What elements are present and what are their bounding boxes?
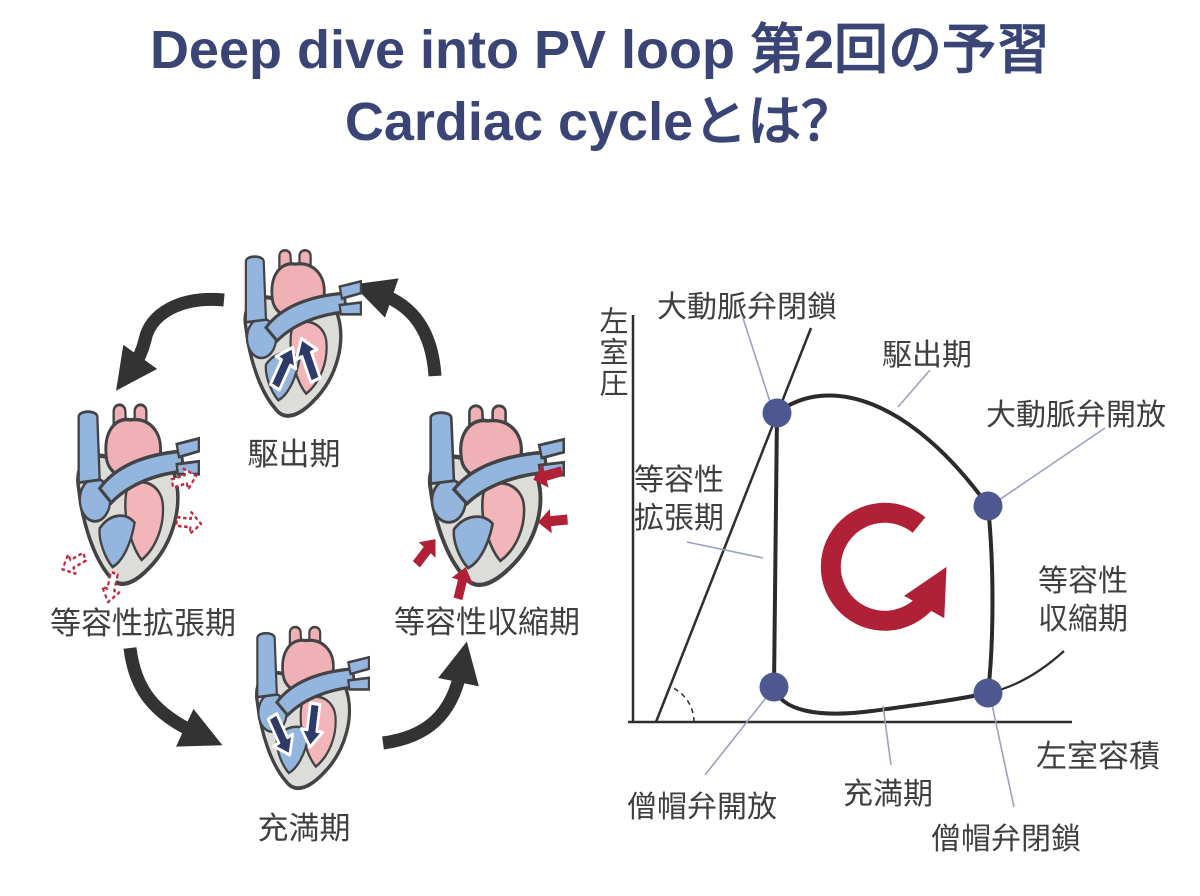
pv-y-axis-label: 左室圧 bbox=[595, 306, 627, 399]
cycle-direction-icon bbox=[820, 502, 947, 631]
heart-illustration-isovolumetric-contraction bbox=[407, 398, 569, 603]
pv-label-ejection: 駆出期 bbox=[882, 339, 972, 372]
cycle-arrow-top-left-icon bbox=[116, 292, 225, 391]
heart-illustration-filling bbox=[254, 625, 371, 791]
pv-label-isovolumetric-relaxation: 等容性 拡張期 bbox=[634, 464, 724, 535]
loop-ejection-segment bbox=[775, 393, 990, 508]
pv-label-mitral-valve-open: 僧帽弁開放 bbox=[627, 791, 777, 824]
cycle-arrow-bottom-left-icon bbox=[123, 647, 223, 747]
heart-illustration-isovolumetric-relaxation bbox=[57, 397, 204, 607]
annotation-lines bbox=[686, 317, 1106, 808]
espvr-line bbox=[654, 327, 813, 723]
loop-isovolumetric-contraction-segment bbox=[986, 505, 995, 694]
dot-aortic-valve-open bbox=[973, 491, 1003, 521]
dot-aortic-valve-close bbox=[762, 398, 792, 428]
dot-mitral-valve-open bbox=[759, 672, 789, 702]
pv-label-isovolumetric-contraction: 等容性 収縮期 bbox=[1038, 565, 1128, 636]
title-line1: Deep dive into PV loop 第2回の予習 bbox=[149, 20, 1051, 80]
phase-label-filling: 充満期 bbox=[257, 811, 351, 846]
pv-label-mitral-valve-close: 僧帽弁閉鎖 bbox=[931, 823, 1081, 856]
pv-loop-diagram bbox=[628, 315, 1106, 808]
page-title: Deep dive into PV loop 第2回の予習 Cardiac cy… bbox=[0, 14, 1200, 158]
dot-mitral-valve-close bbox=[973, 678, 1003, 708]
angle-arc bbox=[670, 686, 695, 723]
phase-label-isovolumetric-contraction: 等容性収縮期 bbox=[394, 605, 580, 640]
pv-label-filling: 充満期 bbox=[843, 778, 933, 811]
cycle-arrow-top-right-icon bbox=[352, 278, 442, 377]
pv-x-axis-label: 左室容積 bbox=[1036, 739, 1160, 774]
pv-label-aortic-valve-close: 大動脈弁閉鎖 bbox=[657, 291, 837, 324]
loop-isovolumetric-relaxation-segment bbox=[772, 412, 779, 688]
loop-filling-segment bbox=[772, 686, 989, 716]
cycle-arrow-bottom-right-icon bbox=[382, 641, 479, 750]
title-line2: Cardiac cycleとは？ bbox=[344, 92, 856, 152]
phase-label-ejection: 駆出期 bbox=[247, 437, 341, 472]
pv-label-aortic-valve-open: 大動脈弁開放 bbox=[986, 399, 1166, 432]
heart-illustration-ejection bbox=[243, 248, 363, 418]
phase-label-isovolumetric-relaxation: 等容性拡張期 bbox=[50, 606, 236, 641]
